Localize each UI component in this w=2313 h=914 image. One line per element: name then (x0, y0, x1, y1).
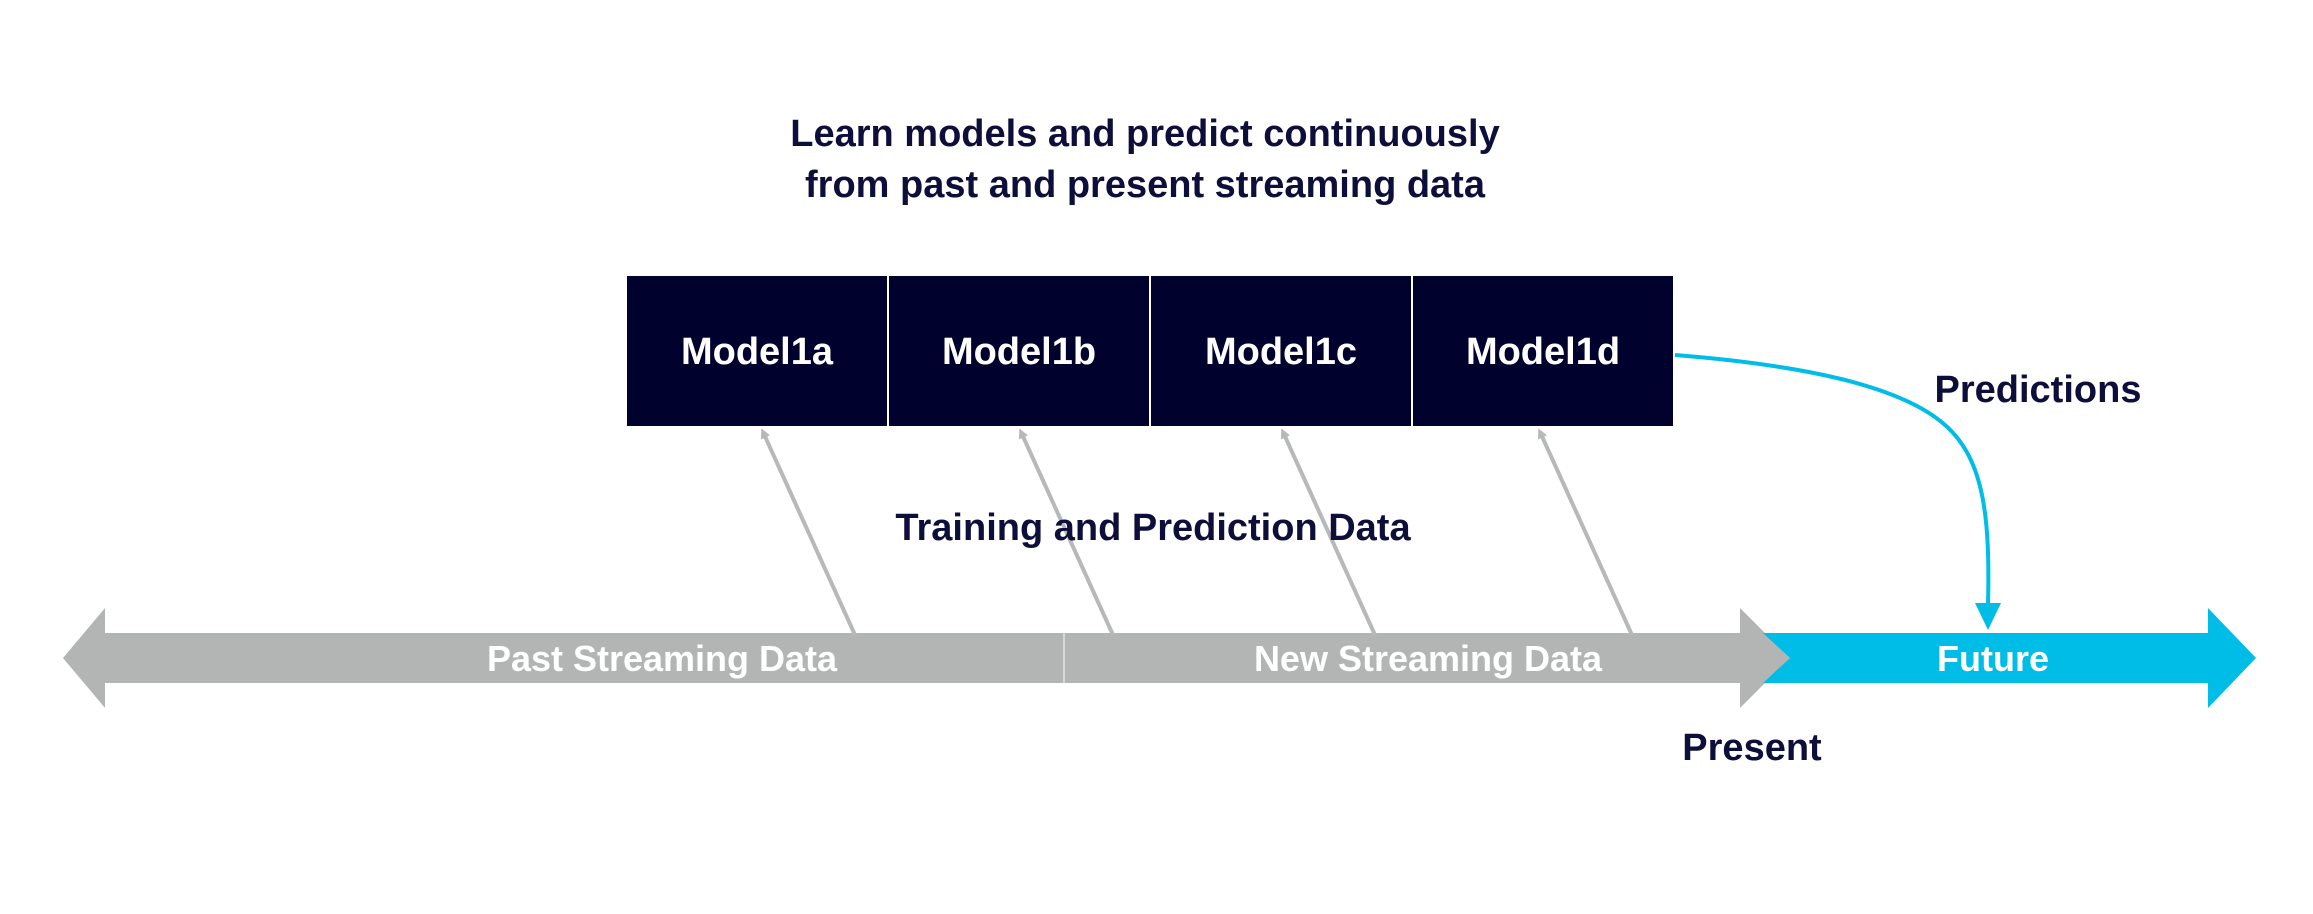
timeline-past-new-arrow (63, 608, 1790, 708)
training-arrow-1d (1537, 428, 1634, 636)
model-label-1d: Model1d (1466, 331, 1620, 373)
model-box-1d (1413, 276, 1673, 426)
training-arrow-1c (1280, 428, 1377, 636)
timeline-future-arrow (1763, 608, 2256, 708)
model-box-1c (1151, 276, 1411, 426)
past-streaming-label: Past Streaming Data (487, 638, 838, 679)
predictions-curve (1674, 353, 1991, 606)
diagram-title-line-1: Learn models and predict continuously (790, 113, 1499, 155)
predictions-label: Predictions (1935, 369, 2142, 411)
model-box-1a (627, 276, 887, 426)
training-prediction-label: Training and Prediction Data (895, 507, 1411, 549)
model-row: Model1a Model1b Model1c Model1d (627, 276, 1673, 426)
diagram-title-line-2: from past and present streaming data (805, 164, 1486, 206)
model-box-1b (889, 276, 1149, 426)
training-arrow-1b (1018, 428, 1115, 636)
new-streaming-label: New Streaming Data (1254, 638, 1603, 679)
predictions-arrowhead (1975, 603, 2001, 630)
future-label: Future (1937, 638, 2049, 679)
model-label-1a: Model1a (681, 331, 834, 373)
training-arrow-1a (760, 428, 857, 636)
model-label-1b: Model1b (942, 331, 1096, 373)
model-label-1c: Model1c (1205, 331, 1357, 373)
present-label: Present (1682, 727, 1822, 769)
